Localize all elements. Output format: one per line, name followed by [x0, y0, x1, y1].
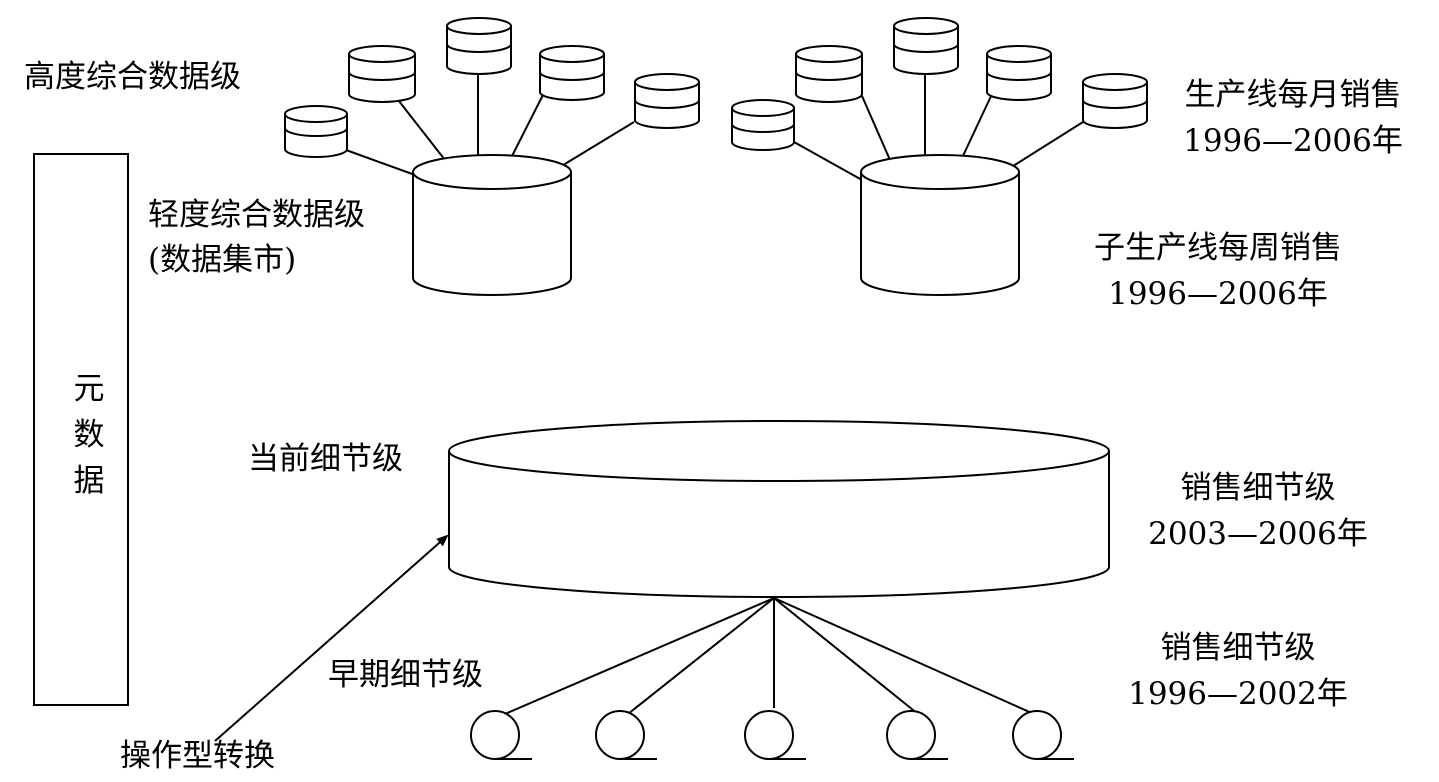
left-data-mart-cylinder: [412, 154, 572, 296]
metadata-box: [33, 153, 129, 706]
tape-reel-2: [595, 710, 657, 760]
tape-reel-1: [470, 710, 532, 760]
left-small-cylinder-4: [539, 45, 605, 101]
tape-reel-4: [886, 710, 948, 760]
monthly-years-label: 1996—2006年: [1183, 123, 1403, 159]
tape-reel-3: [744, 710, 806, 760]
tape-reel-5: [1012, 710, 1074, 760]
metadata-char-2: 数: [73, 417, 105, 453]
lightly-summarized-label: 轻度综合数据级: [148, 197, 365, 233]
right-data-mart-cylinder: [860, 154, 1020, 296]
early-detail-label: 早期细节级: [328, 657, 483, 693]
right-small-cylinder-1: [731, 99, 795, 151]
highly-summarized-label: 高度综合数据级: [24, 59, 241, 95]
right-small-cylinder-3: [893, 17, 959, 75]
current-detail-label: 当前细节级: [248, 441, 403, 477]
left-group-connectors: [345, 70, 635, 176]
weekly-years-label: 1996—2006年: [1108, 276, 1328, 312]
monthly-sales-label: 生产线每月销售: [1184, 77, 1402, 113]
right-small-cylinder-4: [986, 45, 1052, 101]
data-mart-label: (数据集市): [148, 242, 297, 278]
metadata-char-1: 元: [73, 371, 105, 407]
left-small-cylinder-5: [634, 73, 700, 129]
metadata-char-3: 据: [73, 463, 105, 499]
left-small-cylinder-2: [348, 45, 416, 103]
early-detail-connectors: [504, 597, 1035, 715]
right-small-cylinder-5: [1082, 73, 1148, 129]
current-years-label: 2003—2006年: [1148, 516, 1368, 552]
left-small-cylinder-3: [446, 17, 512, 75]
current-sales-label: 销售细节级: [1180, 470, 1336, 506]
early-sales-label: 销售细节级: [1160, 630, 1316, 666]
current-detail-disk: [448, 420, 1110, 598]
right-small-cylinder-2: [795, 45, 863, 103]
metadata-label: 元 数 据: [64, 366, 114, 504]
operational-transform-label: 操作型转换: [120, 738, 275, 774]
right-group-connectors: [793, 70, 1084, 181]
operational-transform-arrow: [214, 534, 449, 742]
left-small-cylinder-1: [284, 105, 348, 158]
weekly-sales-label: 子生产线每周销售: [1094, 230, 1342, 266]
early-years-label: 1996—2002年: [1128, 676, 1348, 712]
